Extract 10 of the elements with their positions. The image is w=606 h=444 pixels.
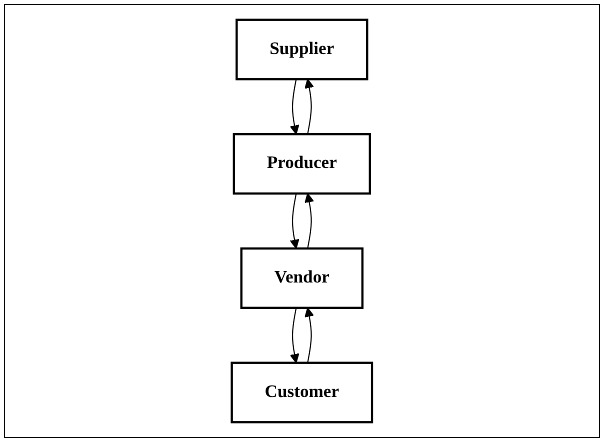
arrow <box>304 307 314 363</box>
arrow <box>304 78 314 134</box>
node-box: Customer <box>230 362 374 424</box>
arrow <box>290 308 300 364</box>
arrow <box>304 193 314 249</box>
arrow <box>290 79 300 135</box>
arrow <box>290 193 300 249</box>
node-box: Supplier <box>236 18 368 80</box>
node-box: Producer <box>232 133 372 195</box>
node-box: Vendor <box>240 247 364 309</box>
